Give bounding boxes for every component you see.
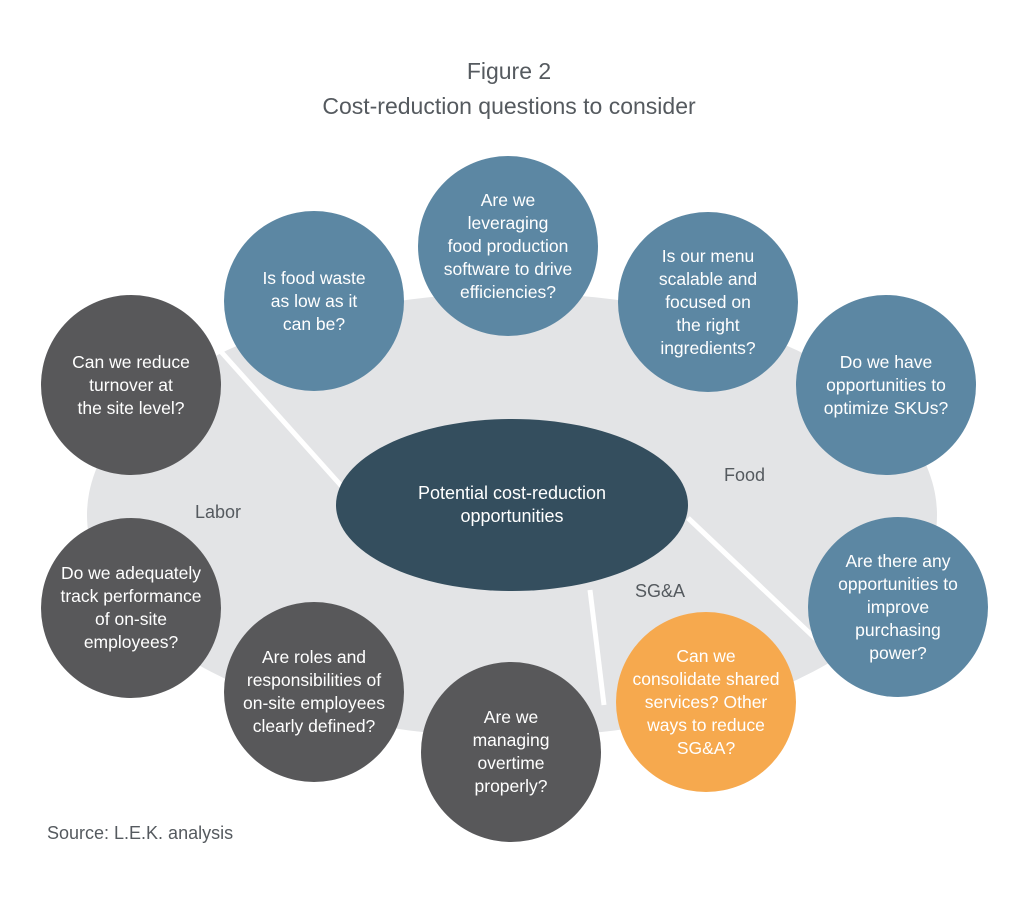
question-roles: Are roles and responsibilities of on-sit… bbox=[242, 647, 386, 736]
bubble-turnover bbox=[41, 295, 221, 475]
sector-label-sga: SG&A bbox=[635, 581, 686, 601]
bubble-overtime bbox=[421, 662, 601, 842]
sector-label-labor: Labor bbox=[195, 502, 242, 522]
question-menu-scalable: Is our menu scalable and focused on the … bbox=[658, 245, 758, 358]
question-food-software: Are we leveraging food production softwa… bbox=[443, 189, 573, 302]
divider-labor-food bbox=[213, 343, 347, 492]
question-optimize-skus: Do we have opportunities to optimize SKU… bbox=[823, 351, 949, 418]
question-track-performance: Do we adequately track performance of on… bbox=[60, 563, 202, 652]
bubble-track-performance bbox=[41, 518, 221, 698]
question-overtime: Are we managing overtime properly? bbox=[472, 707, 550, 796]
bubble-food-software bbox=[418, 156, 598, 336]
figure-title: Cost-reduction questions to consider bbox=[322, 93, 696, 119]
bubble-roles bbox=[224, 602, 404, 782]
question-purchasing-power: Are there any opportunities to improve p… bbox=[838, 550, 958, 663]
bubble-food-waste bbox=[224, 211, 404, 391]
divider-labor-sga bbox=[587, 589, 607, 706]
source-note: Source: L.E.K. analysis bbox=[47, 823, 234, 843]
question-shared-services: Can we consolidate shared services? Othe… bbox=[632, 645, 780, 758]
sector-label-food: Food bbox=[724, 465, 766, 485]
center-label: Potential cost-reduction opportunities bbox=[417, 483, 607, 526]
center-node bbox=[336, 419, 688, 591]
question-food-waste: Is food waste as low as it can be? bbox=[262, 267, 366, 334]
bubble-menu-scalable bbox=[618, 212, 798, 392]
question-turnover: Can we reduce turnover at the site level… bbox=[72, 351, 190, 418]
bubble-optimize-skus bbox=[796, 295, 976, 475]
bubble-shared-services bbox=[616, 612, 796, 792]
bubble-purchasing-power bbox=[808, 517, 988, 697]
figure-number: Figure 2 bbox=[466, 58, 552, 84]
